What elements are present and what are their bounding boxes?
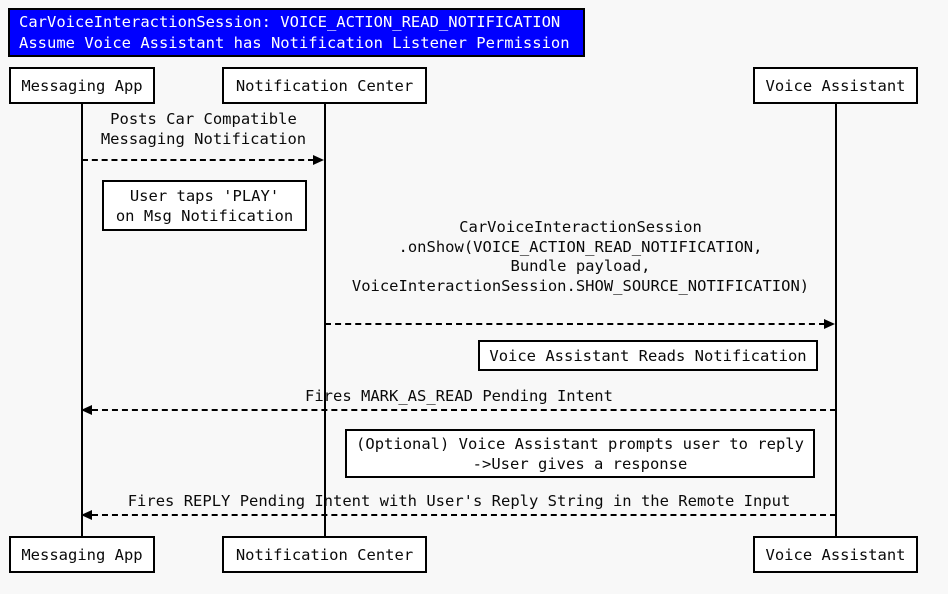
title-line-1: CarVoiceInteractionSession: VOICE_ACTION… [19,13,561,31]
note-optional-prompt: (Optional) Voice Assistant prompts user … [345,429,815,478]
actor-top-voice-assistant: Voice Assistant [753,67,918,104]
arrowhead-right-icon [313,155,324,165]
message-1-label: Posts Car Compatible Messaging Notificat… [100,110,307,148]
note-voice-assistant-reads: Voice Assistant Reads Notification [478,340,818,371]
actor-label: Messaging App [21,76,143,95]
lifeline-notification-center [324,103,326,537]
actor-label: Notification Center [235,545,414,564]
actor-label: Messaging App [21,545,143,564]
actor-label: Voice Assistant [765,76,906,95]
arrowhead-right-icon [824,319,835,329]
actor-label: Notification Center [235,76,414,95]
message-4-label: Fires REPLY Pending Intent with User's R… [127,492,791,510]
lifeline-voice-assistant [835,103,837,537]
message-3-label: Fires MARK_AS_READ Pending Intent [305,387,613,405]
actor-bottom-notification-center: Notification Center [222,536,427,573]
note-user-taps-play: User taps 'PLAY' on Msg Notification [102,180,307,231]
actor-label: Voice Assistant [765,545,906,564]
actor-bottom-messaging-app: Messaging App [9,536,155,573]
diagram-title: CarVoiceInteractionSession: VOICE_ACTION… [8,8,585,57]
title-line-2: Assume Voice Assistant has Notification … [19,34,570,52]
message-2-line [325,323,825,325]
actor-top-messaging-app: Messaging App [9,67,155,104]
message-3-line [92,409,836,411]
arrowhead-left-icon [81,510,92,520]
message-4-line [92,514,836,516]
lifeline-messaging-app [81,103,83,537]
actor-bottom-voice-assistant: Voice Assistant [753,536,918,573]
message-1-line [82,159,314,161]
message-2-label: CarVoiceInteractionSession .onShow(VOICE… [351,218,810,295]
actor-top-notification-center: Notification Center [222,67,427,104]
arrowhead-left-icon [81,405,92,415]
